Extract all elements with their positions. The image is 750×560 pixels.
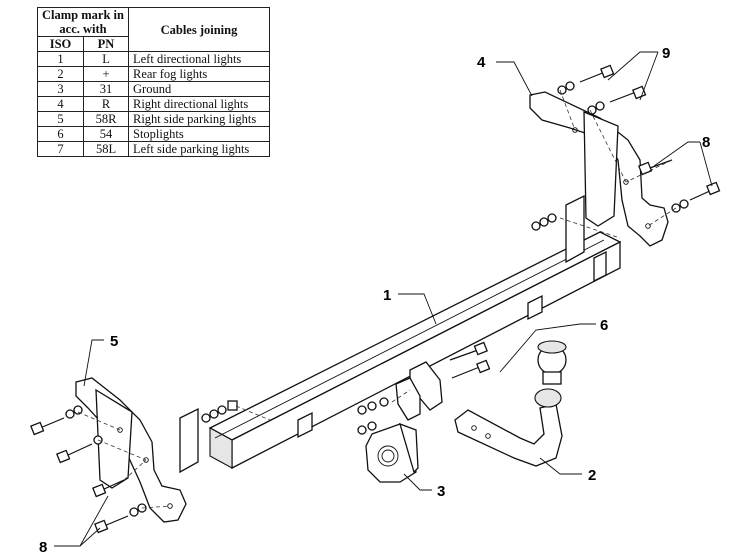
callout-8-right: 8 (702, 134, 710, 151)
ball-mount-bolts (357, 341, 491, 435)
legend-pn: 54 (83, 126, 129, 142)
bolts-upper (557, 64, 647, 115)
left-bracket (75, 377, 199, 523)
legend-pn: 58L (83, 141, 129, 157)
legend-cable: Left side parking lights (128, 141, 270, 157)
callout-9: 9 (662, 45, 670, 62)
callout-4: 4 (477, 54, 486, 71)
callout-6: 6 (600, 317, 608, 334)
wiring-legend-table: Clamp mark in acc. with Cables joining I… (36, 7, 270, 157)
bolts-right (531, 159, 721, 231)
callout-8-left: 8 (39, 539, 47, 556)
assembly-guide-lines (77, 89, 677, 509)
legend-cable: Stoplights (128, 126, 270, 142)
legend-cable: Right directional lights (128, 96, 270, 112)
callout-2: 2 (588, 467, 596, 484)
callout-1: 1 (383, 287, 391, 304)
legend-iso: 5 (36, 111, 85, 127)
legend-cable: Right side parking lights (128, 111, 270, 127)
leader-lines (54, 51, 713, 547)
tow-ball (454, 340, 567, 467)
legend-header-pn: PN (83, 36, 129, 52)
legend-header-cables: Cables joining (128, 7, 270, 52)
legend-header-clamp: Clamp mark in acc. with (37, 7, 129, 37)
main-crossbar (208, 231, 622, 470)
legend-cable: Ground (128, 81, 270, 97)
right-bracket (529, 91, 669, 264)
legend-pn: 31 (83, 81, 129, 97)
ball-mount-clamp (395, 361, 443, 421)
callout-5: 5 (110, 333, 118, 350)
legend-iso: 7 (36, 141, 85, 157)
socket-plate (365, 422, 419, 483)
callout-3: 3 (437, 483, 445, 500)
